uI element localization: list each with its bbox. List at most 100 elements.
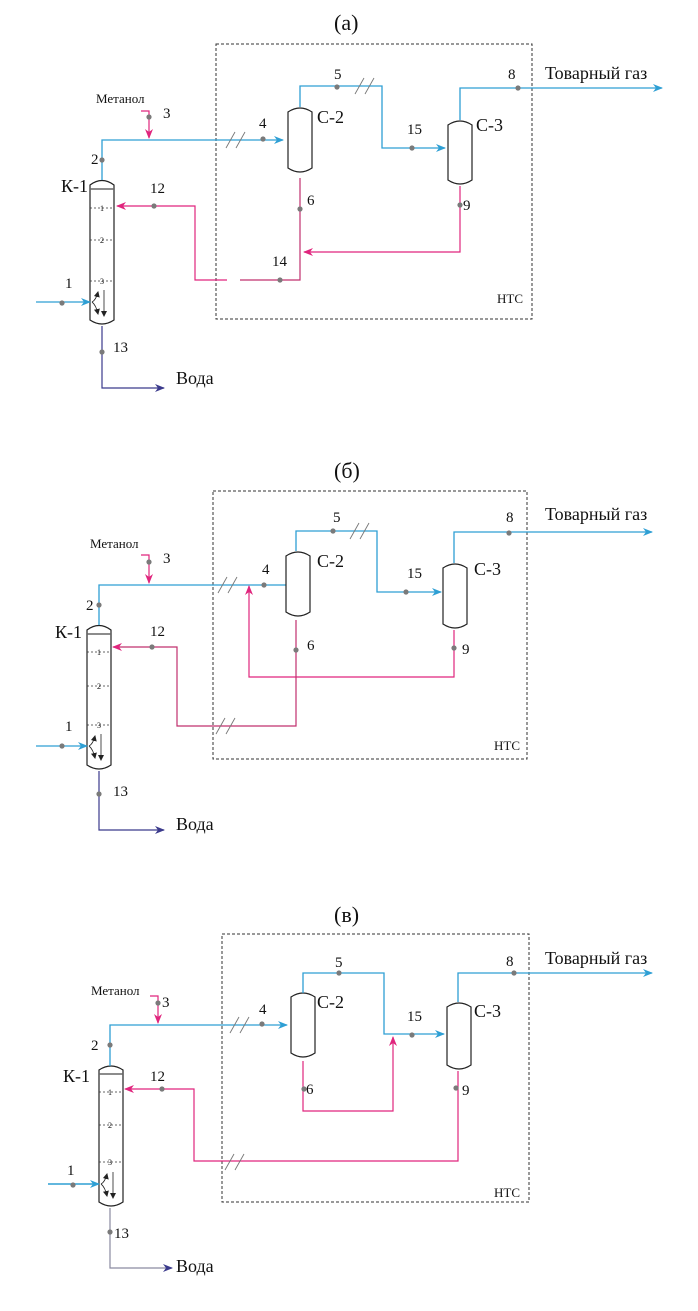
stream-15-node[interactable]	[409, 145, 415, 151]
lts-block-boundary	[215, 43, 533, 320]
methanol-label: Метанол	[96, 91, 145, 106]
separator-c2	[285, 551, 311, 617]
column-k1: К-1 1 2 3	[61, 176, 115, 325]
stream-2-node[interactable]	[99, 157, 105, 163]
column-k1-label: К-1	[55, 622, 82, 642]
scheme-title: (б)	[334, 458, 360, 483]
stream-5-node[interactable]	[330, 528, 336, 534]
stream-13-line[interactable]	[109, 1208, 173, 1272]
tray-3-label: 3	[100, 277, 104, 286]
stream-15-label: 15	[407, 1009, 422, 1025]
stream-3-label: 3	[163, 106, 171, 122]
tray-1-label: 1	[97, 648, 101, 657]
stream-15-node[interactable]	[409, 1032, 415, 1038]
stream-12-line[interactable]	[116, 202, 227, 281]
stream-3-node[interactable]	[155, 1000, 161, 1006]
stream-9-label: 9	[463, 198, 471, 214]
stream-12-node[interactable]	[149, 644, 155, 650]
stream-2-4-line[interactable]	[98, 584, 287, 625]
stream-8-label: 8	[506, 954, 514, 970]
stream-3-node[interactable]	[146, 114, 152, 120]
column-k1-shell	[98, 1065, 124, 1207]
stream-6-line[interactable]	[302, 1036, 397, 1112]
stream-5-label: 5	[335, 955, 343, 971]
stream-9-node[interactable]	[453, 1085, 459, 1091]
stream-8-line[interactable]	[459, 84, 663, 120]
stream-5-15-line[interactable]	[295, 530, 442, 596]
stream-6-14-line[interactable]	[240, 178, 301, 281]
stream-8-node[interactable]	[515, 85, 521, 91]
stream-5-15-line[interactable]	[299, 85, 446, 152]
stream-8-node[interactable]	[511, 970, 517, 976]
separator-c3	[442, 563, 468, 629]
stream-4-node[interactable]	[259, 1021, 265, 1027]
stream-9-node[interactable]	[457, 202, 463, 208]
stream-6-label: 6	[306, 1082, 314, 1098]
stream-2-4-line[interactable]	[101, 136, 284, 180]
tray-2-label: 2	[100, 236, 104, 245]
stream-5-label: 5	[334, 67, 342, 83]
stream-14-node[interactable]	[277, 277, 283, 283]
stream-6-label: 6	[307, 193, 315, 209]
stream-3-label: 3	[162, 995, 170, 1011]
break-mark	[224, 1153, 235, 1171]
stream-2-node[interactable]	[107, 1042, 113, 1048]
stream-13-label: 13	[113, 784, 128, 800]
stream-3-line[interactable]	[150, 995, 162, 1024]
stream-8-label: 8	[506, 510, 514, 526]
stream-13-node[interactable]	[99, 349, 105, 355]
stream-2-node[interactable]	[96, 602, 102, 608]
stream-6-12-line[interactable]	[112, 620, 297, 727]
vapour-flow-icon	[100, 1173, 109, 1185]
tray-2-label: 2	[108, 1121, 112, 1130]
stream-9-line[interactable]	[245, 585, 455, 678]
stream-13-line[interactable]	[101, 326, 165, 392]
stream-5-15-line[interactable]	[302, 972, 445, 1038]
stream-5-label: 5	[333, 510, 341, 526]
stream-15-node[interactable]	[403, 589, 409, 595]
stream-3-line[interactable]	[141, 554, 153, 584]
tray-1-label: 1	[100, 204, 104, 213]
scheme-title: (а)	[334, 10, 358, 35]
stream-1-node[interactable]	[70, 1182, 76, 1188]
lts-block-boundary	[221, 933, 530, 1203]
stream-1-node[interactable]	[59, 300, 65, 306]
stream-13-line[interactable]	[98, 771, 165, 834]
stream-12-node[interactable]	[151, 203, 157, 209]
break-mark	[239, 1016, 250, 1034]
stream-12-label: 12	[150, 624, 165, 640]
stream-9-line[interactable]	[303, 186, 461, 256]
stream-9-node[interactable]	[451, 645, 457, 651]
stream-6-node[interactable]	[301, 1086, 307, 1092]
break-mark	[235, 131, 246, 149]
stream-13-node[interactable]	[107, 1229, 113, 1235]
stream-4-node[interactable]	[260, 136, 266, 142]
stream-12-node[interactable]	[159, 1086, 165, 1092]
stream-4-label: 4	[259, 116, 267, 132]
stream-13-node[interactable]	[96, 791, 102, 797]
stream-2-4-line[interactable]	[109, 1021, 288, 1066]
stream-8-node[interactable]	[506, 530, 512, 536]
break-mark	[227, 576, 238, 594]
stream-1-node[interactable]	[59, 743, 65, 749]
scheme-v: (в) НТС К-1 1 2 3 1 2 4 3 Метано	[48, 902, 653, 1276]
stream-12-label: 12	[150, 181, 165, 197]
stream-3-node[interactable]	[146, 559, 152, 565]
separator-c3-label: С-3	[474, 1001, 501, 1021]
stream-8-line[interactable]	[457, 969, 653, 1002]
stream-9-12-line[interactable]	[124, 1071, 459, 1162]
stream-4-node[interactable]	[261, 582, 267, 588]
separator-c3	[446, 1002, 472, 1070]
stream-5-node[interactable]	[334, 84, 340, 90]
column-k1-shell	[89, 179, 115, 325]
stream-6-node[interactable]	[297, 206, 303, 212]
stream-12-label: 12	[150, 1069, 165, 1085]
stream-6-node[interactable]	[293, 647, 299, 653]
tray-3-label: 3	[97, 721, 101, 730]
break-mark	[349, 522, 360, 540]
water-label: Вода	[176, 368, 214, 388]
stream-5-node[interactable]	[336, 970, 342, 976]
stream-3-line[interactable]	[141, 110, 153, 139]
break-mark	[364, 77, 375, 95]
stream-8-line[interactable]	[453, 528, 653, 563]
